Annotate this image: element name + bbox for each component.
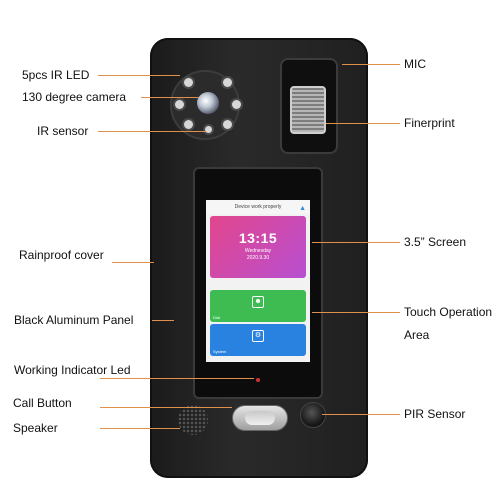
ir-led-icon xyxy=(223,120,232,129)
call-button[interactable] xyxy=(232,405,288,431)
dial-label: Dial xyxy=(213,315,220,320)
status-bar: Device work properly ▲ xyxy=(206,200,310,214)
ir-led-icon xyxy=(184,78,193,87)
system-button[interactable]: ⚙ System xyxy=(210,324,306,356)
system-label: System xyxy=(213,349,227,354)
label-ir-sensor: IR sensor xyxy=(37,124,89,138)
leader-line xyxy=(152,320,174,321)
leader-line xyxy=(100,407,232,408)
label-call-button: Call Button xyxy=(13,396,72,410)
label-screen: 3.5” Screen xyxy=(404,235,467,249)
leader-line xyxy=(100,428,180,429)
bell-icon xyxy=(245,411,275,425)
clock-day: Wednesday xyxy=(244,248,272,254)
leader-line xyxy=(326,123,400,124)
label-touch-1: Touch Operation xyxy=(404,305,493,319)
label-touch-2: Area xyxy=(404,328,430,342)
ir-led-icon xyxy=(184,120,193,129)
ir-sensor-icon xyxy=(205,126,212,133)
ir-led-icon xyxy=(232,100,241,109)
label-fingerprint: Finerprint xyxy=(404,116,455,130)
label-mic: MIC xyxy=(404,57,426,71)
label-camera: 130 degree camera xyxy=(22,90,127,104)
leader-line xyxy=(322,414,400,415)
contact-icon: ☻ xyxy=(252,296,264,308)
dial-button[interactable]: ☻ Dial xyxy=(210,290,306,322)
leader-line xyxy=(342,64,400,65)
label-ir-led: 5pcs IR LED xyxy=(22,68,90,82)
leader-line xyxy=(98,131,206,132)
camera-lens-icon xyxy=(197,92,219,114)
leader-line xyxy=(100,378,254,379)
leader-line xyxy=(112,262,154,263)
leader-line xyxy=(312,312,400,313)
settings-icon: ⚙ xyxy=(252,330,264,342)
wifi-icon: ▲ xyxy=(299,205,306,212)
label-rainproof: Rainproof cover xyxy=(19,248,104,262)
label-indicator: Working Indicator Led xyxy=(14,363,131,377)
touch-screen[interactable]: Device work properly ▲ 13:15 Wednesday 2… xyxy=(206,200,310,362)
speaker-grille-icon xyxy=(178,405,208,435)
label-pir: PIR Sensor xyxy=(404,407,466,421)
label-speaker: Speaker xyxy=(13,421,58,435)
ir-led-icon xyxy=(175,100,184,109)
leader-line xyxy=(141,97,199,98)
clock-card: 13:15 Wednesday 2020.9.30 xyxy=(210,216,306,278)
clock-time: 13:15 xyxy=(238,230,278,246)
fingerprint-icon[interactable] xyxy=(290,86,326,134)
status-text: Device work properly xyxy=(234,204,282,210)
clock-date: 2020.9.30 xyxy=(246,255,270,261)
leader-line xyxy=(98,75,180,76)
indicator-led-icon xyxy=(256,378,260,382)
pir-sensor-icon xyxy=(300,402,326,428)
leader-line xyxy=(312,242,400,243)
ir-led-icon xyxy=(223,78,232,87)
label-panel: Black Aluminum Panel xyxy=(14,313,134,327)
